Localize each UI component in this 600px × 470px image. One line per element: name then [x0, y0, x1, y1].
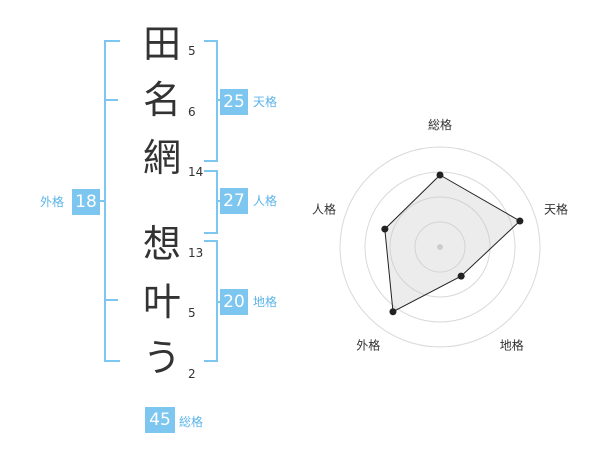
- radar-point-5: [381, 225, 389, 233]
- name-char-5: 叶: [142, 280, 181, 324]
- stroke-count-6: 2: [188, 367, 196, 381]
- stroke-count-2: 6: [188, 105, 196, 119]
- gaikaku-label: 外格: [40, 195, 65, 209]
- stroke-count-3: 14: [188, 165, 204, 179]
- gaikaku-bracket: [104, 40, 120, 362]
- radar-axis-label-3: 地格: [500, 338, 524, 353]
- name-char-2: 名: [142, 78, 181, 122]
- jinkaku-label: 人格: [253, 194, 278, 208]
- jinkaku-connector: [216, 200, 222, 202]
- gaikaku-value: 18: [72, 189, 100, 215]
- gaikaku-connector: [98, 200, 106, 202]
- radar-ring-4: [339, 146, 541, 348]
- radar-axis-label-5: 人格: [312, 201, 336, 216]
- radar-axis-label-1: 総格: [428, 117, 452, 132]
- stroke-count-4: 13: [188, 246, 204, 260]
- radar-ring-1: [414, 221, 466, 273]
- tenkaku-value: 25: [220, 89, 248, 115]
- soukaku-value: 45: [145, 407, 175, 433]
- name-char-1: 田: [142, 22, 181, 66]
- radar-point-4: [389, 308, 397, 316]
- chikaku-connector: [216, 301, 222, 303]
- radar-area: [384, 174, 521, 313]
- chikaku-value: 20: [220, 289, 248, 315]
- radar-points: [381, 171, 524, 316]
- name-char-4: 想: [142, 222, 181, 266]
- stroke-count-1: 5: [188, 44, 196, 58]
- chikaku-label: 地格: [253, 295, 278, 309]
- soukaku-label: 総格: [179, 415, 204, 429]
- tenkaku-label: 天格: [253, 95, 278, 109]
- tenkaku-bracket: [204, 40, 218, 162]
- radar-center-dot: [437, 244, 443, 250]
- gaikaku-tick-2: [104, 299, 118, 301]
- radar-axis-label-4: 外格: [356, 338, 380, 353]
- radar-point-2: [516, 217, 524, 225]
- stroke-count-5: 5: [188, 306, 196, 320]
- jinkaku-bracket: [204, 170, 218, 234]
- gaikaku-tick-1: [104, 99, 118, 101]
- jinkaku-value: 27: [220, 188, 248, 214]
- name-char-6: う: [142, 336, 181, 380]
- radar-point-3: [457, 272, 465, 280]
- tenkaku-connector: [216, 99, 222, 101]
- radar-point-1: [436, 171, 444, 179]
- name-char-3: 網: [142, 136, 181, 180]
- radar-ring-2: [389, 196, 491, 298]
- radar-axis-label-2: 天格: [544, 201, 568, 216]
